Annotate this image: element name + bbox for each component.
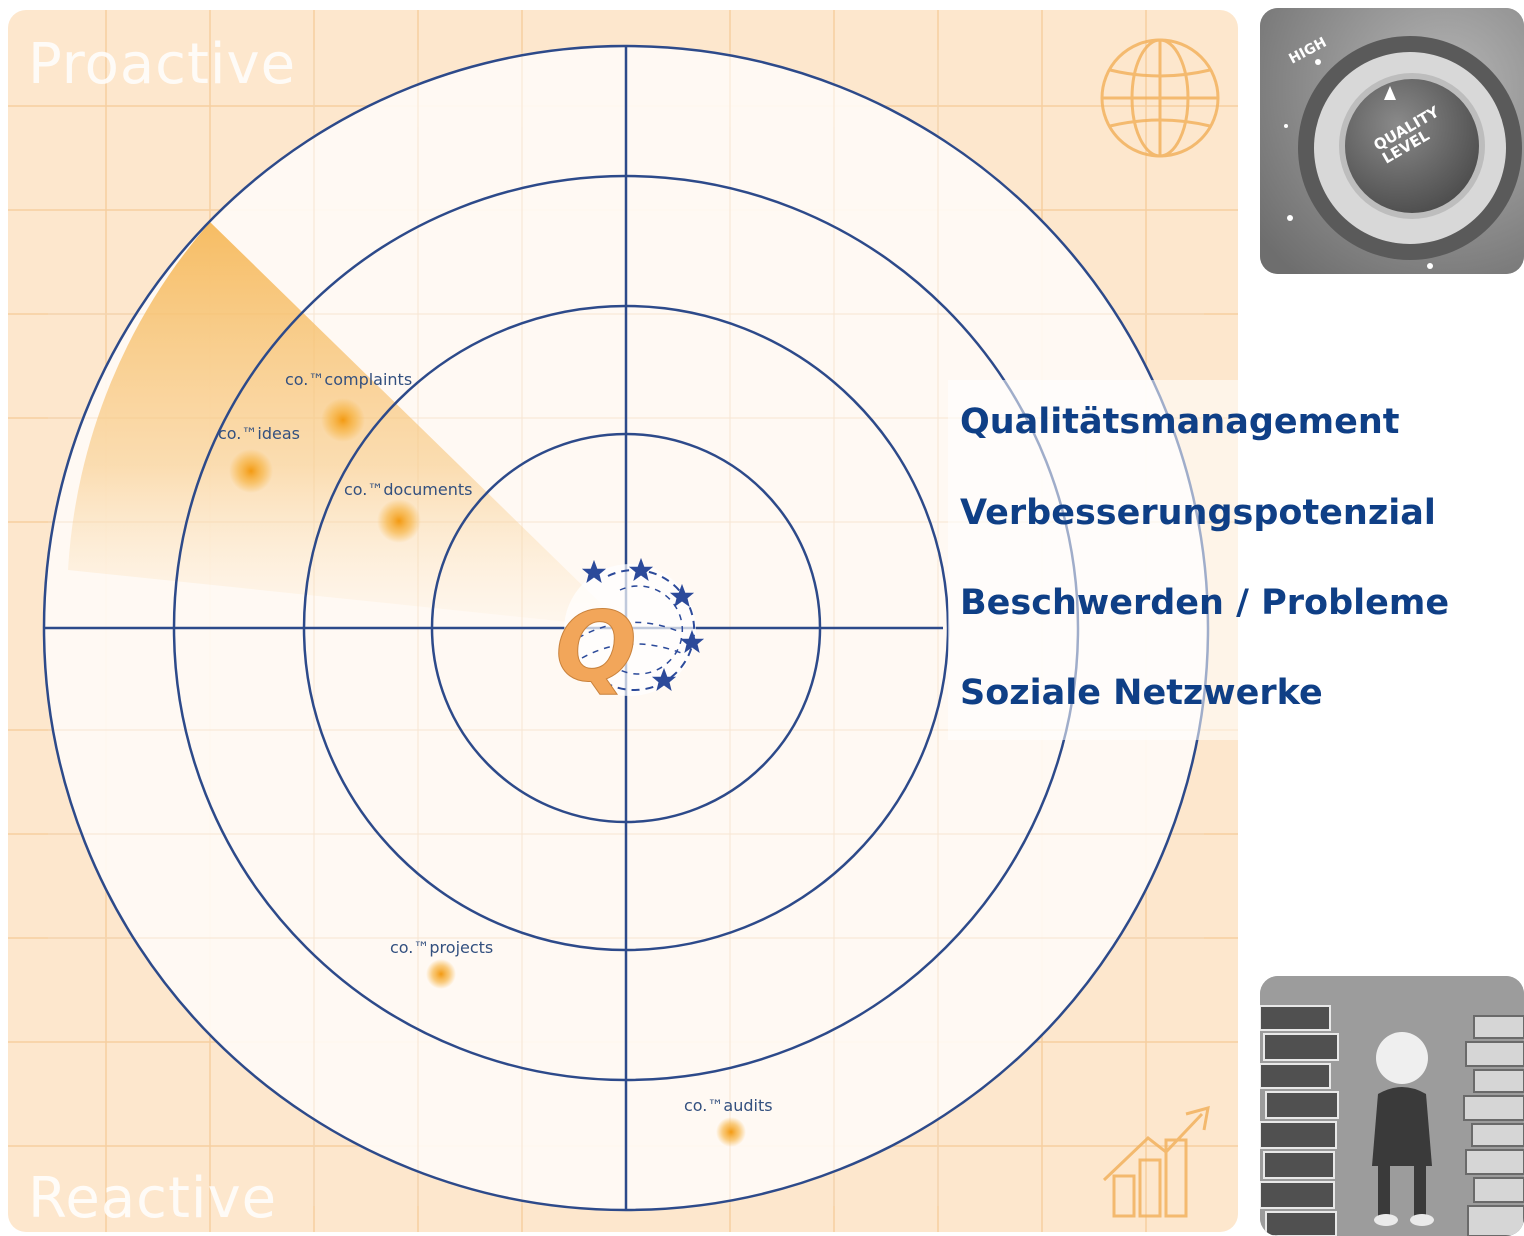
reactive-label: Reactive [28,1166,278,1231]
person-with-binders-icon [1260,976,1524,1236]
dot-audits [716,1117,746,1147]
globe-icon [1100,38,1220,158]
growth-chart-icon [1102,1105,1210,1218]
person-with-binders-image [1260,976,1524,1236]
dot-documents [377,499,421,543]
topic-beschwerden-probleme: Beschwerden / Probleme [960,583,1450,623]
module-dots [229,398,746,1147]
topic-qualitaetsmanagement: Qualitätsmanagement [960,402,1400,442]
star-icons [581,557,705,691]
topic-soziale-netzwerke: Soziale Netzwerke [960,673,1323,713]
module-label-projects: co.™projects [390,938,494,957]
module-label-documents: co.™documents [344,480,473,499]
dot-projects [426,959,456,989]
dot-complaints [321,398,365,442]
module-label-ideas: co.™ideas [218,424,300,443]
dot-ideas [229,449,273,493]
quality-level-knob-image: HIGH QUALITY LEVEL [1260,8,1524,274]
proactive-label: Proactive [28,32,297,97]
quality-level-knob-icon: HIGH QUALITY LEVEL [1260,8,1524,274]
radar-chart: Q [8,10,1238,1232]
topic-panel [948,380,1238,740]
module-label-audits: co.™audits [684,1096,773,1115]
topic-verbesserungspotenzial: Verbesserungspotenzial [960,493,1436,533]
q-letter: Q [555,591,637,703]
module-label-complaints: co.™complaints [285,370,413,389]
q-logo: Q [555,557,705,704]
